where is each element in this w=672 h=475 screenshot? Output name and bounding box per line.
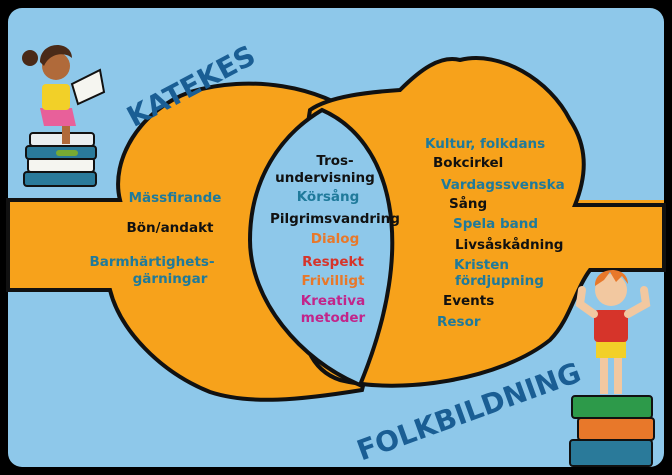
center-item-metoder: metoder	[301, 310, 366, 326]
center-item-tros: Tros-	[316, 153, 353, 169]
boy-flexing-illustration	[569, 269, 655, 467]
left-item-garningar: gärningar	[133, 271, 208, 287]
right-item-vardagssvenska: Vardagssvenska	[441, 177, 565, 193]
right-item-events: Events	[443, 293, 494, 309]
right-item-livsaskadning: Livsåskådning	[455, 236, 563, 253]
center-item-respekt: Respekt	[302, 254, 364, 270]
right-item-kristen: Kristen	[454, 257, 509, 273]
boy-shirt	[594, 310, 628, 342]
left-item-bon-andakt: Bön/andakt	[126, 220, 214, 236]
center-item-kreativa: Kreativa	[301, 293, 365, 309]
left-item-barmhartighets: Barmhärtighets-	[89, 254, 214, 270]
center-item-undervisning: undervisning	[275, 170, 375, 186]
boy-arm-left	[575, 286, 598, 318]
center-item-dialog: Dialog	[311, 231, 360, 247]
book-stack-right-top	[571, 395, 653, 419]
boy-head	[595, 274, 627, 306]
book-stack-right-bottom	[569, 439, 653, 467]
right-item-fordjupning: fördjupning	[455, 273, 544, 289]
girl-shoe	[56, 150, 78, 156]
book-stack-left-middle	[27, 157, 95, 173]
right-item-resor: Resor	[437, 314, 481, 330]
right-item-sang: Sång	[449, 195, 487, 212]
center-overlap	[247, 107, 395, 388]
left-item-massfirande: Mässfirande	[129, 190, 222, 206]
center-item-pilgrimsvandring: Pilgrimsvandring	[270, 211, 400, 227]
boy-hair	[594, 269, 628, 286]
girl-head	[42, 52, 70, 80]
girl-hair-bun	[22, 50, 38, 66]
boy-leg-right	[614, 352, 622, 394]
book-stack-left-bottom	[23, 171, 97, 187]
right-item-spela-band: Spela band	[453, 216, 538, 232]
girl-skirt	[40, 108, 76, 126]
boy-shorts	[596, 340, 626, 358]
girl-shirt	[42, 84, 70, 110]
girl-hair	[40, 44, 72, 66]
girl-leg	[62, 118, 70, 144]
girl-book	[70, 68, 106, 106]
right-item-bokcirkel: Bokcirkel	[433, 155, 503, 171]
center-item-korsang: Körsång	[297, 188, 360, 205]
center-item-frivilligt: Frivilligt	[301, 273, 365, 289]
boy-leg-left	[600, 352, 608, 394]
girl-reading-illustration	[22, 44, 106, 187]
boy-arm-right	[624, 286, 651, 318]
book-stack-right-middle	[577, 417, 655, 441]
right-item-kultur: Kultur, folkdans	[425, 136, 545, 152]
